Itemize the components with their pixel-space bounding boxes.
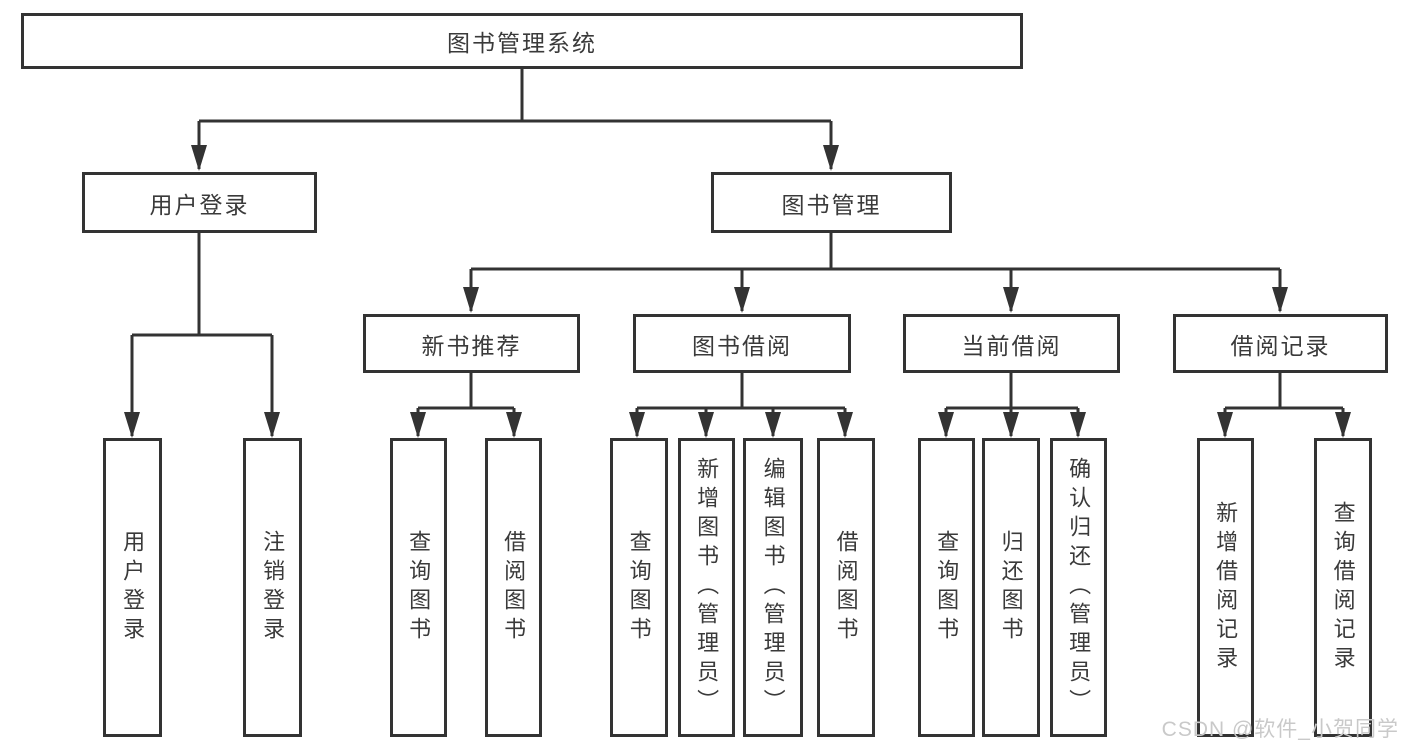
leaf-add-books-admin: 新增图书（管理员） — [678, 438, 735, 737]
leaf-label: 借阅图书 — [501, 529, 527, 646]
leaf-user-login: 用户登录 — [103, 438, 162, 737]
leaf-borrow-books-borrowing: 借阅图书 — [817, 438, 875, 737]
leaf-return-books: 归还图书 — [982, 438, 1040, 737]
leaf-label: 编辑图书（管理员） — [760, 457, 786, 718]
node-library-system: 图书管理系统 — [21, 13, 1023, 69]
leaf-edit-books-admin: 编辑图书（管理员） — [743, 438, 803, 737]
leaf-confirm-return-admin: 确认归还（管理员） — [1050, 438, 1107, 737]
leaf-label: 确认归还（管理员） — [1066, 457, 1092, 718]
leaf-query-books-newbook: 查询图书 — [390, 438, 447, 737]
leaf-query-borrow-record: 查询借阅记录 — [1314, 438, 1372, 737]
leaf-logout: 注销登录 — [243, 438, 302, 737]
leaf-label: 查询图书 — [626, 529, 652, 646]
leaf-label: 查询图书 — [406, 529, 432, 646]
node-user-login: 用户登录 — [82, 172, 317, 233]
leaf-label: 借阅图书 — [833, 529, 859, 646]
node-new-book-recommendation: 新书推荐 — [363, 314, 580, 373]
leaf-query-books-borrowing: 查询图书 — [610, 438, 668, 737]
leaf-borrow-books-newbook: 借阅图书 — [485, 438, 542, 737]
node-book-management: 图书管理 — [711, 172, 952, 233]
leaf-label: 查询图书 — [934, 529, 960, 646]
leaf-label: 归还图书 — [998, 529, 1024, 646]
watermark: CSDN @软件_小贺同学 — [1161, 718, 1399, 741]
leaf-label: 新增图书（管理员） — [694, 457, 720, 718]
node-current-borrowing: 当前借阅 — [903, 314, 1120, 373]
leaf-add-borrow-record: 新增借阅记录 — [1197, 438, 1254, 737]
node-borrowing-records: 借阅记录 — [1173, 314, 1388, 373]
node-book-borrowing: 图书借阅 — [633, 314, 851, 373]
leaf-label: 用户登录 — [120, 529, 146, 646]
leaf-label: 查询借阅记录 — [1330, 500, 1356, 675]
leaf-label: 注销登录 — [260, 529, 286, 646]
leaf-query-books-current: 查询图书 — [918, 438, 975, 737]
leaf-label: 新增借阅记录 — [1213, 500, 1239, 675]
